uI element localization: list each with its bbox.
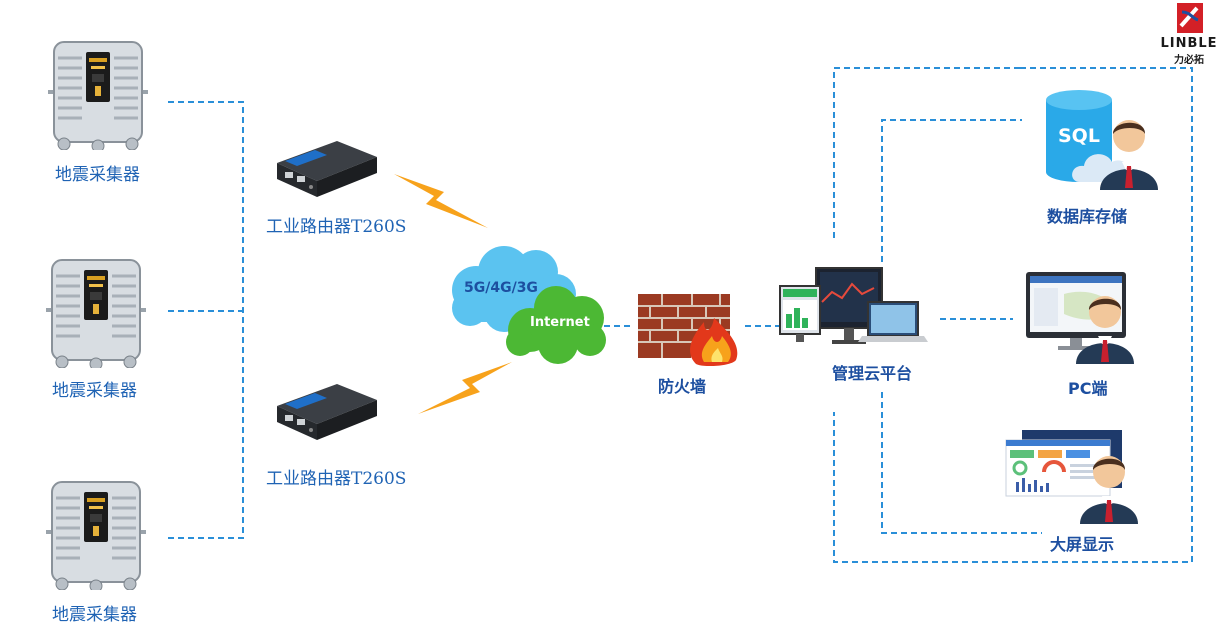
- cloud-bottom-label: Internet: [530, 315, 590, 330]
- cloud-icon: 5G/4G/3G Internet: [452, 246, 606, 364]
- lightning-icon: [418, 362, 512, 414]
- collector-label-2: 地震采集器: [52, 381, 137, 401]
- brand-name: LINBLE: [1160, 36, 1218, 51]
- monitors-icon: [779, 267, 928, 344]
- router-icon: [277, 141, 377, 197]
- collector-label-3: 地震采集器: [52, 605, 137, 625]
- pc-label: PC端: [1068, 379, 1108, 398]
- router-label-2: 工业路由器T260S: [266, 469, 407, 489]
- brand-logo: LINBLE 力必拓: [1156, 2, 1221, 66]
- seismic-collector-icon: [46, 259, 146, 368]
- person-icon: [1076, 296, 1134, 364]
- database-label: 数据库存储: [1047, 207, 1128, 226]
- database-icon: SQL: [1046, 90, 1129, 182]
- seismic-collector-icon: [46, 481, 146, 590]
- database-sql-label: SQL: [1058, 125, 1100, 147]
- inner-to-database: [881, 119, 1022, 262]
- router-icon: [277, 384, 377, 440]
- outer-frame-top: [833, 67, 1020, 238]
- firewall-icon: [638, 294, 738, 366]
- platform-label: 管理云平台: [832, 364, 913, 383]
- seismic-collector-icon: [48, 41, 148, 150]
- person-icon: [1100, 120, 1158, 190]
- router-label-1: 工业路由器T260S: [266, 217, 407, 237]
- firewall-label: 防火墙: [658, 377, 707, 396]
- person-icon: [1080, 456, 1138, 524]
- collector-link-1: [168, 101, 244, 539]
- brand-cn: 力必拓: [1174, 55, 1204, 66]
- outer-frame: [833, 67, 1193, 563]
- inner-to-screen: [881, 392, 1042, 534]
- brand-mark-icon: [1177, 3, 1203, 33]
- cloud-top-label: 5G/4G/3G: [464, 280, 538, 296]
- lightning-icon: [394, 174, 488, 228]
- collector-label-1: 地震采集器: [55, 165, 140, 185]
- big-screen-label: 大屏显示: [1050, 535, 1115, 554]
